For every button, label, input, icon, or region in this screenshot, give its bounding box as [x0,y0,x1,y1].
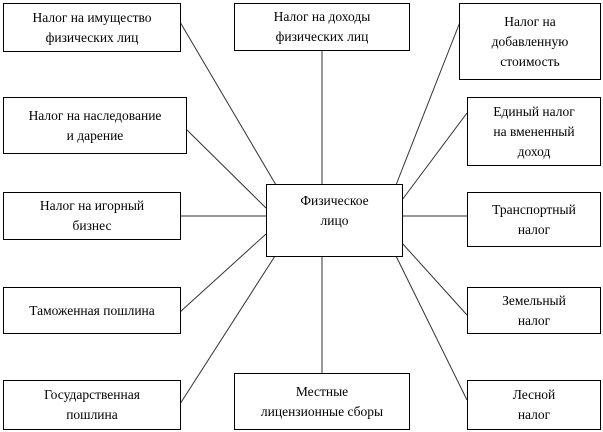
connector-customs [179,233,267,313]
node-customs-duty: Таможенная пошлина [3,287,181,334]
node-income-tax: Налог на доходы физических лиц [234,3,410,51]
connector-inheritance [186,129,267,209]
node-state-duty: Государственная пошлина [3,380,181,430]
connector-land [401,242,468,316]
node-label: Таможенная пошлина [29,302,155,318]
connector-imputed [401,112,468,201]
center-node-individual: Физическое лицо [266,184,403,257]
connector-property [179,21,277,186]
center-label: Физическое лицо [300,193,369,228]
node-property-tax: Налог на имущество физических лиц [3,3,181,52]
node-label: Налог на игорный бизнес [39,198,145,233]
node-label: Налог на наследование и дарение [28,107,162,143]
node-label: Налог на добавленную стоимость [491,13,569,69]
node-inheritance-tax: Налог на наследование и дарение [3,97,187,154]
connector-forest [395,255,468,401]
connector-vat [395,21,461,186]
node-label: Единый налог на вмененный доход [493,103,575,159]
node-label: Налог на доходы физических лиц [273,9,371,44]
node-label: Местные лицензионные сборы [260,383,384,419]
node-local-fees: Местные лицензионные сборы [234,373,410,430]
node-transport-tax: Транспортный налог [467,192,601,247]
node-gambling-tax: Налог на игорный бизнес [3,192,181,240]
node-label: Лесной налог [512,387,556,422]
node-land-tax: Земельный налог [467,287,601,334]
connector-state-duty [179,255,276,405]
node-vat: Налог на добавленную стоимость [459,3,601,80]
node-label: Налог на имущество физических лиц [32,9,152,45]
node-label: Транспортный налог [492,201,576,237]
node-label: Земельный налог [502,292,566,328]
node-label: Государственная пошлина [44,387,140,422]
node-imputed-tax: Единый налог на вмененный доход [467,97,601,166]
node-forest-tax: Лесной налог [467,380,601,430]
